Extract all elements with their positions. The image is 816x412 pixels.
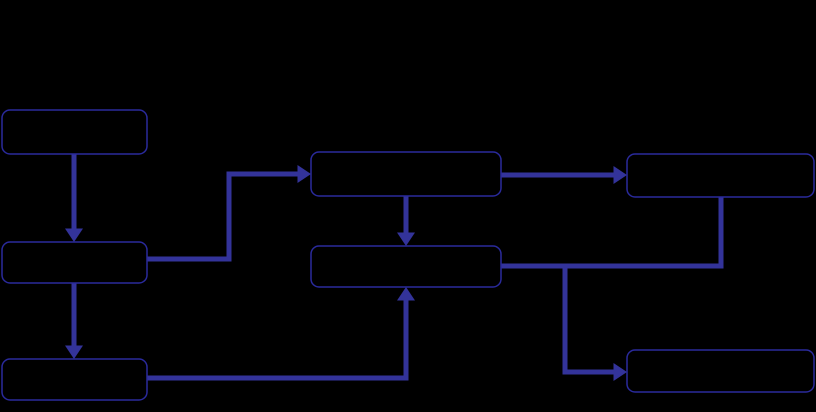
edge-connector bbox=[147, 287, 415, 381]
flowchart-node[interactable] bbox=[1, 109, 148, 155]
flowchart-node[interactable] bbox=[310, 245, 502, 288]
edge-line bbox=[147, 171, 303, 262]
flowchart-node[interactable] bbox=[1, 241, 148, 284]
edge-line bbox=[147, 291, 409, 381]
edge-connector bbox=[501, 263, 627, 381]
arrow-head-icon bbox=[613, 363, 627, 381]
edge-connector bbox=[565, 197, 724, 269]
node-box[interactable] bbox=[1, 109, 148, 155]
edge-connector bbox=[397, 196, 415, 246]
edge-connector bbox=[65, 154, 83, 242]
arrow-head-icon bbox=[397, 232, 415, 246]
edge-line bbox=[565, 197, 724, 269]
edge-connector bbox=[147, 165, 311, 262]
node-box[interactable] bbox=[310, 245, 502, 288]
node-box[interactable] bbox=[1, 358, 148, 401]
node-box[interactable] bbox=[626, 349, 815, 393]
edge-connector bbox=[65, 283, 83, 359]
arrow-head-icon bbox=[397, 287, 415, 301]
flowchart-node[interactable] bbox=[1, 358, 148, 401]
flowchart-node[interactable] bbox=[626, 153, 815, 198]
edge-connector bbox=[501, 166, 627, 184]
node-box[interactable] bbox=[1, 241, 148, 284]
arrow-head-icon bbox=[613, 166, 627, 184]
nodes-layer bbox=[1, 109, 815, 401]
node-box[interactable] bbox=[626, 153, 815, 198]
flowchart-node[interactable] bbox=[626, 349, 815, 393]
arrow-head-icon bbox=[65, 228, 83, 242]
node-box[interactable] bbox=[310, 151, 502, 197]
arrow-head-icon bbox=[297, 165, 311, 183]
edges-layer bbox=[65, 154, 724, 381]
edge-line bbox=[501, 263, 619, 375]
arrow-head-icon bbox=[65, 345, 83, 359]
flowchart-node[interactable] bbox=[310, 151, 502, 197]
